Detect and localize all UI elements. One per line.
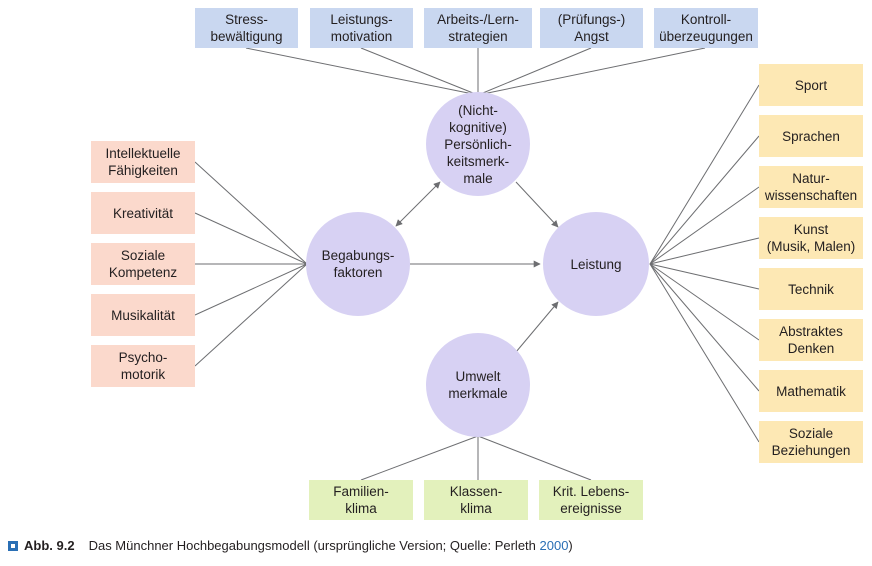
connector-anxiety — [477, 47, 592, 96]
factor-social-competence: Soziale Kompetenz — [91, 243, 195, 285]
caption-year-link[interactable]: 2000 — [539, 538, 569, 553]
factor-family-climate: Familien- klima — [309, 480, 413, 520]
area-social-relationships: Soziale Beziehungen — [759, 421, 863, 463]
area-sport: Sport — [759, 64, 863, 106]
factor-control-beliefs: Kontroll- überzeugungen — [654, 8, 758, 48]
factor-creativity: Kreativität — [91, 192, 195, 234]
factor-class-climate: Klassen- klima — [424, 480, 528, 520]
connector-science — [649, 186, 760, 265]
area-technology: Technik — [759, 268, 863, 310]
connector-family — [360, 435, 479, 481]
node-ability-factors: Begabungs- faktoren — [306, 212, 410, 316]
factor-intellectual-abilities: Intellektuelle Fähigkeiten — [91, 141, 195, 183]
factor-musicality: Musikalität — [91, 294, 195, 336]
factor-test-anxiety: (Prüfungs-) Angst — [540, 8, 643, 48]
connector-intellectual — [194, 161, 308, 265]
connector-life-events — [477, 435, 592, 481]
arrow-personality-performance — [515, 181, 559, 228]
connector-stress — [245, 47, 479, 96]
factor-achievement-motivation: Leistungs- motivation — [310, 8, 413, 48]
arrow-ability-personality — [395, 181, 441, 227]
figure-caption: Abb. 9.2 Das Münchner Hochbegabungsmodel… — [8, 538, 573, 553]
area-art: Kunst (Musik, Malen) — [759, 217, 863, 259]
node-performance: Leistung — [543, 212, 649, 316]
connector-art — [649, 237, 760, 265]
connector-creativity — [194, 212, 308, 265]
connector-motivation — [360, 47, 479, 96]
node-personality: (Nicht- kognitive) Persönlich- keitsmerk… — [426, 92, 530, 196]
area-languages: Sprachen — [759, 115, 863, 157]
caption-marker-icon — [8, 540, 18, 551]
connector-relationships — [649, 263, 760, 443]
connector-sport — [649, 84, 760, 265]
factor-psychomotor: Psycho- motorik — [91, 345, 195, 387]
connector-languages — [649, 135, 760, 265]
caption-text: Das Münchner Hochbegabungsmodell (ursprü… — [89, 538, 573, 553]
area-mathematics: Mathematik — [759, 370, 863, 412]
arrow-environment-performance — [515, 301, 559, 353]
area-abstract-thinking: Abstraktes Denken — [759, 319, 863, 361]
connector-abstract — [649, 263, 760, 341]
connector-control — [477, 47, 706, 96]
factor-stress-coping: Stress- bewältigung — [195, 8, 298, 48]
connector-math — [649, 263, 760, 392]
caption-close: ) — [568, 538, 573, 553]
connector-musicality — [194, 263, 308, 316]
factor-learning-strategies: Arbeits-/Lern- strategien — [424, 8, 532, 48]
caption-body: Das Münchner Hochbegabungsmodell (ursprü… — [88, 538, 540, 553]
area-natural-sciences: Natur- wissenschaften — [759, 166, 863, 208]
caption-label: Abb. 9.2 — [24, 538, 75, 553]
node-environment: Umwelt merkmale — [426, 333, 530, 437]
factor-critical-life-events: Krit. Lebens- ereignisse — [539, 480, 643, 520]
connector-psychomotor — [194, 263, 308, 367]
connector-technology — [649, 263, 760, 290]
